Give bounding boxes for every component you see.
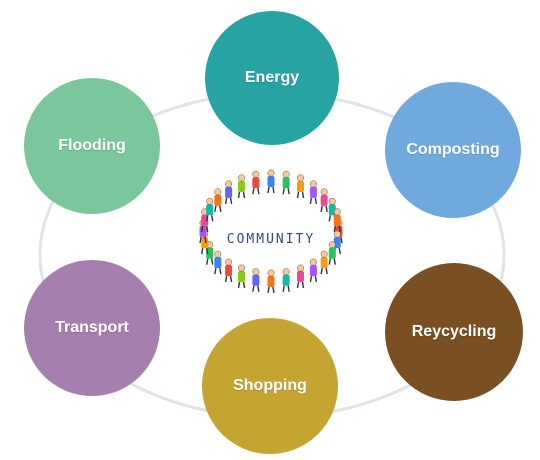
transport-node: Transport xyxy=(24,260,160,396)
person-figure xyxy=(320,188,328,212)
person-figure xyxy=(320,250,328,275)
person-figure xyxy=(309,180,318,205)
person-figure xyxy=(267,269,275,294)
energy-label: Energy xyxy=(244,69,300,86)
person-figure xyxy=(333,208,341,232)
composting-node: Composting xyxy=(385,82,521,218)
community-label: COMMUNITY xyxy=(226,232,316,247)
person-figure xyxy=(252,170,260,195)
flooding-node: Flooding xyxy=(24,78,160,214)
person-figure xyxy=(296,264,305,289)
person-figure xyxy=(267,169,275,194)
flooding-label: Flooding xyxy=(58,137,126,154)
person-figure xyxy=(282,170,290,195)
person-figure xyxy=(206,197,214,222)
reycycling-node: Reycycling xyxy=(385,263,523,401)
person-figure xyxy=(224,180,233,205)
person-figure xyxy=(252,268,260,292)
composting-label: Composting xyxy=(406,141,500,158)
person-figure xyxy=(328,241,336,265)
person-figure xyxy=(309,258,318,283)
person-figure xyxy=(237,264,246,289)
energy-node: Energy xyxy=(205,11,339,145)
person-figure xyxy=(282,268,290,292)
transport-label: Transport xyxy=(55,319,129,336)
person-figure xyxy=(237,174,246,199)
person-figure xyxy=(214,188,222,212)
shopping-node: Shopping xyxy=(202,318,338,454)
person-figure xyxy=(214,250,222,275)
reycycling-label: Reycycling xyxy=(411,323,497,340)
shopping-label: Shopping xyxy=(233,377,307,394)
person-figure xyxy=(296,174,305,199)
community-people-ring xyxy=(199,169,343,294)
person-figure xyxy=(224,258,233,283)
